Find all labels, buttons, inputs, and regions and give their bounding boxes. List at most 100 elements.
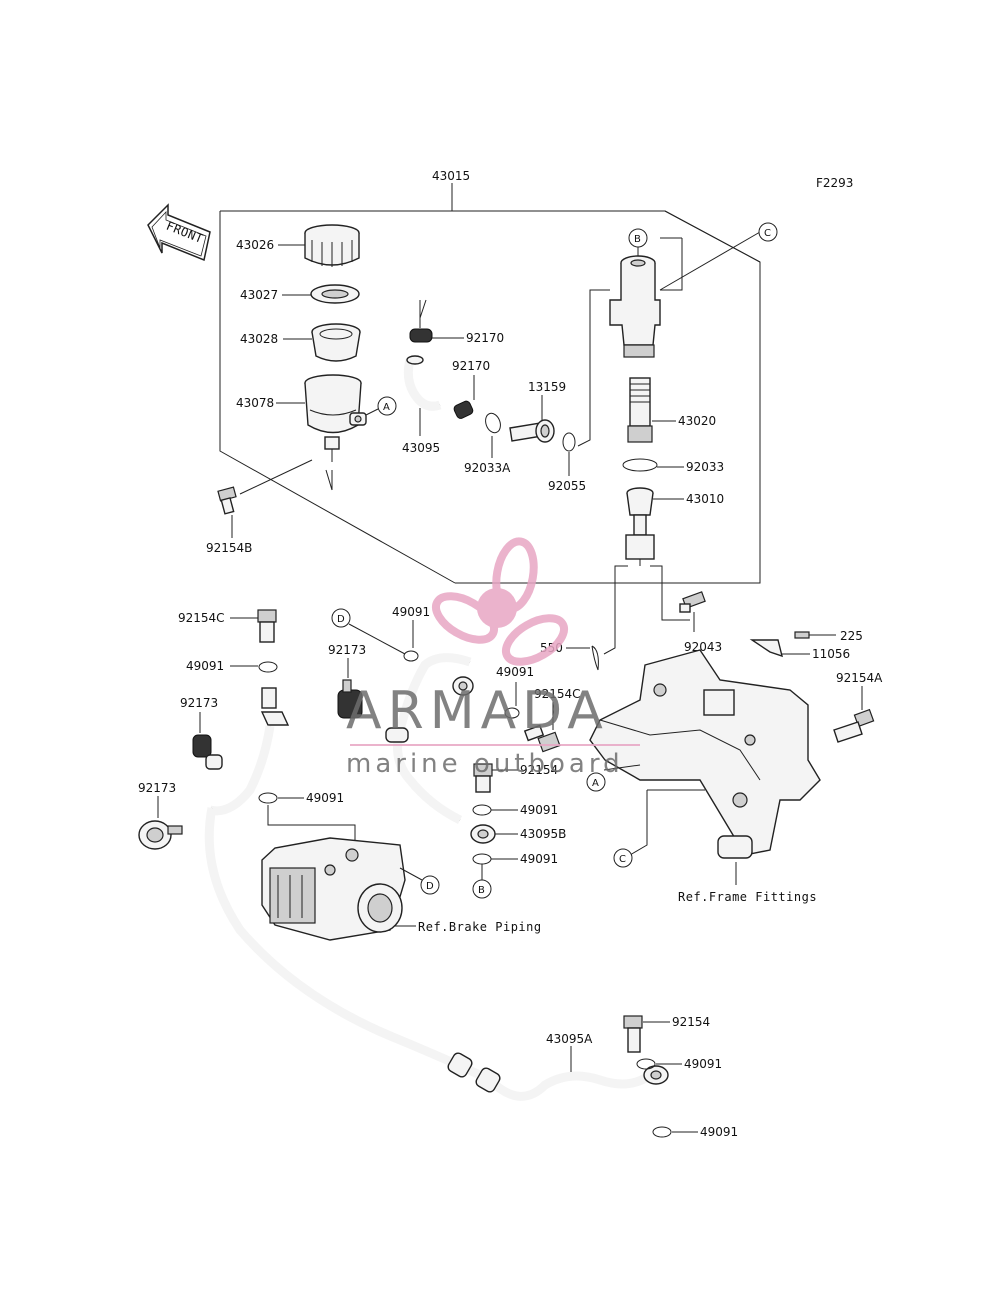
label-49091-h: 49091 bbox=[700, 1125, 738, 1139]
label-43078: 43078 bbox=[236, 396, 274, 410]
label-92154-low: 92154 bbox=[672, 1015, 710, 1029]
frame-bracket bbox=[589, 649, 821, 859]
label-43095: 43095 bbox=[402, 441, 440, 455]
reservoir-cap-43026 bbox=[304, 224, 360, 267]
label-43028: 43028 bbox=[240, 332, 278, 346]
screw-225 bbox=[794, 631, 836, 639]
label-49091-e: 49091 bbox=[520, 803, 558, 817]
diaphragm-plate-43027 bbox=[310, 284, 360, 304]
callout-d-abs: D bbox=[420, 875, 440, 895]
clamp-92170-top bbox=[409, 328, 433, 343]
washer-49091-low-1 bbox=[636, 1058, 656, 1070]
svg-text:C: C bbox=[619, 854, 626, 865]
bolt-92154B bbox=[217, 486, 237, 515]
banjo-hose-left bbox=[208, 687, 290, 816]
label-92154C-mid: 92154C bbox=[534, 687, 581, 701]
figure-code: F2293 bbox=[816, 176, 853, 190]
assembly-43015-outline bbox=[219, 183, 761, 584]
svg-text:A: A bbox=[592, 778, 599, 789]
callout-b-bottom: B bbox=[472, 879, 492, 899]
reservoir-43078 bbox=[304, 374, 367, 462]
abs-unit bbox=[261, 837, 406, 941]
label-225: 225 bbox=[840, 629, 863, 643]
label-43026: 43026 bbox=[236, 238, 274, 252]
washer-49091-mid-top bbox=[403, 650, 419, 662]
label-92033: 92033 bbox=[686, 460, 724, 474]
callout-a-top: A bbox=[377, 396, 397, 416]
washer-49091-stack-1 bbox=[472, 804, 492, 816]
piston-43020 bbox=[627, 377, 653, 443]
callout-b-top: B bbox=[628, 228, 648, 248]
cotter-pin-550 bbox=[591, 645, 599, 671]
label-43015: 43015 bbox=[432, 169, 470, 183]
watermark-brand: ARMADA bbox=[346, 681, 609, 741]
bolt-92154C-left bbox=[257, 609, 277, 643]
label-49091-c: 49091 bbox=[392, 605, 430, 619]
o-ring-92055 bbox=[562, 432, 576, 452]
label-92043: 92043 bbox=[684, 640, 722, 654]
label-43027: 43027 bbox=[240, 288, 278, 302]
master-cylinder-body bbox=[609, 255, 661, 358]
bolt-92154A bbox=[833, 708, 875, 743]
label-43020: 43020 bbox=[678, 414, 716, 428]
brake-hose-43095A bbox=[204, 807, 669, 1101]
label-43010: 43010 bbox=[686, 492, 724, 506]
label-92154B: 92154B bbox=[206, 541, 252, 555]
label-49091-a: 49091 bbox=[186, 659, 224, 673]
washer-49091-stack-2 bbox=[472, 853, 492, 865]
svg-text:C: C bbox=[764, 228, 771, 239]
label-92033A: 92033A bbox=[464, 461, 511, 475]
banjo-43095B bbox=[470, 824, 496, 844]
washer-49091-left-bottom bbox=[258, 792, 278, 804]
fitting-13159 bbox=[509, 419, 555, 443]
ref-frame-fittings: Ref.Frame Fittings bbox=[678, 890, 817, 904]
label-49091-d: 49091 bbox=[496, 665, 534, 679]
snap-ring-92033A bbox=[485, 412, 501, 434]
propeller-logo-icon bbox=[432, 537, 568, 666]
washer-49091-left-top bbox=[258, 661, 278, 673]
washer-49091-low-2 bbox=[652, 1126, 672, 1138]
pin-92043 bbox=[679, 591, 706, 613]
clamp-92170-lower bbox=[453, 400, 474, 419]
label-92173-b: 92173 bbox=[138, 781, 176, 795]
ref-brake-piping: Ref.Brake Piping bbox=[418, 920, 542, 934]
clamp-92173-c bbox=[337, 679, 363, 719]
label-49091-f: 49091 bbox=[520, 852, 558, 866]
hose-43095 bbox=[403, 355, 442, 411]
label-92173-a: 92173 bbox=[180, 696, 218, 710]
snap-ring-92033 bbox=[622, 458, 658, 472]
clamp-92173-b bbox=[138, 820, 183, 850]
label-13159: 13159 bbox=[528, 380, 566, 394]
svg-text:B: B bbox=[634, 234, 641, 245]
label-92154C-left: 92154C bbox=[178, 611, 225, 625]
label-43095B: 43095B bbox=[520, 827, 566, 841]
callout-d-mid: D bbox=[331, 608, 351, 628]
bolt-92154-mid bbox=[473, 763, 493, 793]
callout-c-bottom: C bbox=[613, 848, 633, 868]
svg-text:D: D bbox=[337, 614, 345, 625]
washer-49091-mid bbox=[504, 707, 520, 719]
push-rod-43010 bbox=[625, 487, 655, 566]
bolt-92154-low bbox=[623, 1015, 643, 1053]
label-11056: 11056 bbox=[812, 647, 850, 661]
watermark: ARMADA marine outboard bbox=[346, 537, 640, 779]
label-43095A: 43095A bbox=[546, 1032, 593, 1046]
label-92170-b: 92170 bbox=[452, 359, 490, 373]
callout-a-bottom: A bbox=[586, 772, 606, 792]
front-arrow-icon: FRONT bbox=[147, 203, 211, 262]
label-92154A: 92154A bbox=[836, 671, 883, 685]
label-49091-g: 49091 bbox=[684, 1057, 722, 1071]
brake-hose-mid bbox=[385, 653, 474, 825]
label-92154-mid: 92154 bbox=[520, 763, 558, 777]
bracket-11056 bbox=[749, 639, 783, 658]
label-49091-b: 49091 bbox=[306, 791, 344, 805]
svg-text:A: A bbox=[383, 402, 390, 413]
svg-text:D: D bbox=[426, 881, 434, 892]
diaphragm-43028 bbox=[311, 323, 361, 362]
watermark-tagline: marine outboard bbox=[346, 749, 624, 779]
label-92055: 92055 bbox=[548, 479, 586, 493]
svg-text:B: B bbox=[478, 885, 485, 896]
label-92170-a: 92170 bbox=[466, 331, 504, 345]
